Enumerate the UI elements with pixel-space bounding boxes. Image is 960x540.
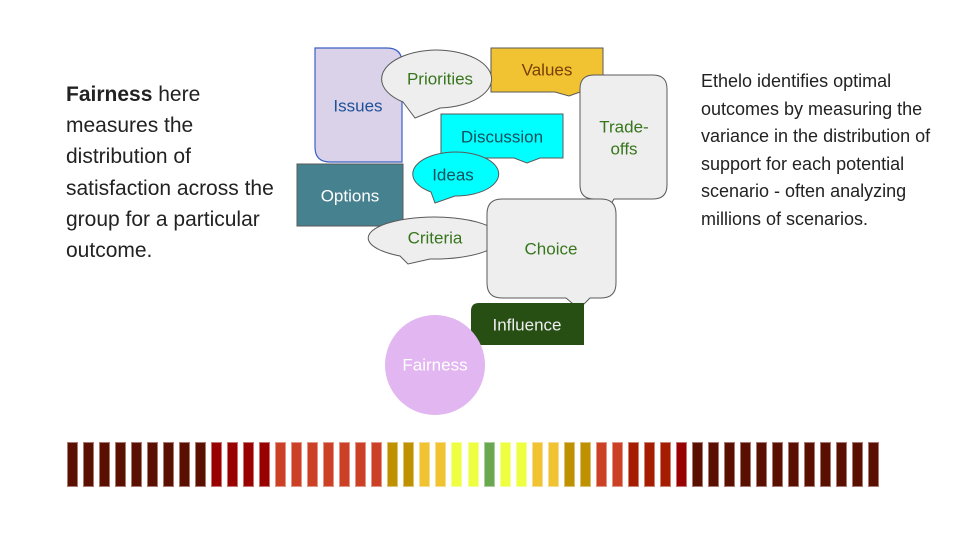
spectrum-bar (803, 442, 815, 487)
spectrum-bar (483, 442, 495, 487)
priorities-label: Priorities (407, 70, 473, 89)
spectrum-bar (243, 442, 255, 487)
fairness-term: Fairness (66, 83, 153, 106)
spectrum-bar (451, 442, 463, 487)
choice-callout: Choice (486, 198, 617, 310)
trade-offs-label-line2: offs (610, 140, 637, 159)
spectrum-bar (211, 442, 223, 487)
spectrum-bar (547, 442, 559, 487)
spectrum-bar (339, 442, 351, 487)
spectrum-bar (147, 442, 159, 487)
spectrum-bar (675, 442, 687, 487)
spectrum-bar (83, 442, 95, 487)
spectrum-bar (868, 442, 879, 487)
spectrum-bar (355, 442, 367, 487)
spectrum-bar (739, 442, 751, 487)
spectrum-bar (771, 442, 783, 487)
fairness-description-body: here measures the distribution of satisf… (66, 83, 274, 263)
spectrum-bar (531, 442, 543, 487)
spectrum-bar (227, 442, 239, 487)
ethelo-description: Ethelo identifies optimal outcomes by me… (701, 71, 931, 229)
spectrum-bar (755, 442, 767, 487)
values-callout: Values (490, 47, 604, 97)
spectrum-bar (403, 442, 415, 487)
spectrum-bar (787, 442, 799, 487)
discussion-callout: Discussion (440, 113, 564, 164)
fairness-circle: Fairness (385, 315, 485, 415)
options-label: Options (321, 187, 380, 206)
issues-label: Issues (333, 97, 382, 116)
options-shape: Options (296, 163, 404, 227)
spectrum-bar (259, 442, 271, 487)
spectrum-bar (179, 442, 191, 487)
spectrum-bar (659, 442, 671, 487)
spectrum-bar (595, 442, 607, 487)
spectrum-bar (835, 442, 847, 487)
spectrum-bar (291, 442, 303, 487)
spectrum-bar (819, 442, 831, 487)
ideas-callout: Ideas (412, 151, 500, 204)
spectrum-bar (563, 442, 575, 487)
trade-offs-callout: Trade- offs (579, 74, 668, 216)
spectrum-bar (115, 442, 127, 487)
influence-label: Influence (493, 316, 562, 335)
issues-shape: Issues (314, 47, 403, 163)
spectrum-bar (435, 442, 447, 487)
spectrum-bar (99, 442, 111, 487)
spectrum-bar (323, 442, 335, 487)
spectrum-bar (851, 442, 863, 487)
spectrum-bar (643, 442, 655, 487)
influence-shape: Influence (471, 303, 584, 345)
spectrum-bar (723, 442, 735, 487)
spectrum-bar (387, 442, 399, 487)
spectrum-bar (515, 442, 527, 487)
ideas-label: Ideas (432, 166, 474, 185)
choice-label: Choice (525, 240, 578, 259)
spectrum-bar (499, 442, 511, 487)
spectrum-bar (131, 442, 143, 487)
spectrum-bar (467, 442, 479, 487)
spectrum-bar (579, 442, 591, 487)
spectrum-bar (611, 442, 623, 487)
values-label: Values (522, 61, 573, 80)
spectrum-bar (691, 442, 703, 487)
priorities-callout: Priorities (381, 49, 493, 119)
discussion-label: Discussion (461, 128, 543, 147)
spectrum-bar (627, 442, 639, 487)
criteria-callout: Criteria (367, 216, 501, 265)
spectrum-bar (307, 442, 319, 487)
fairness-label: Fairness (402, 356, 467, 375)
spectrum-bar (275, 442, 287, 487)
spectrum-bar (163, 442, 175, 487)
spectrum-bar (195, 442, 207, 487)
trade-offs-label-line1: Trade- (599, 118, 648, 137)
criteria-label: Criteria (408, 229, 463, 248)
spectrum-bar (419, 442, 431, 487)
spectrum-bar (67, 442, 78, 487)
spectrum-bar (707, 442, 719, 487)
spectrum-bar (371, 442, 383, 487)
fairness-description: Fairness here measures the distribution … (66, 79, 281, 266)
